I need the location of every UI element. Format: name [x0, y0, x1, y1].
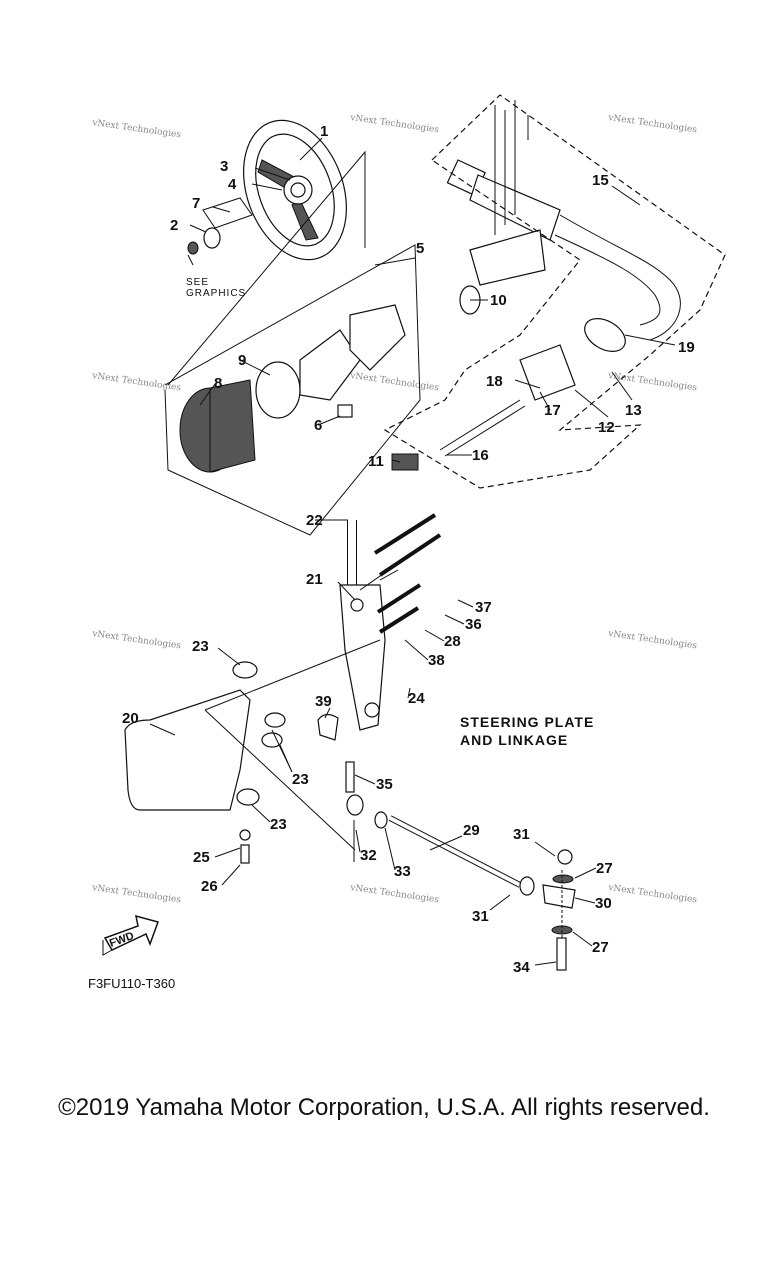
- diagram-code: F3FU110-T360: [88, 976, 175, 991]
- steering-unit: [179, 304, 406, 473]
- callout-34: 34: [513, 959, 530, 976]
- callout-29: 29: [463, 822, 480, 839]
- callout-12: 12: [598, 419, 615, 436]
- watermark: vNext Technologies: [607, 371, 698, 394]
- watermark: vNext Technologies: [607, 883, 698, 906]
- copyright-notice: ©2019 Yamaha Motor Corporation, U.S.A. A…: [58, 1094, 710, 1121]
- callout-2: 2: [170, 217, 178, 234]
- callout-4: 4: [228, 176, 237, 193]
- callout-5: 5: [416, 240, 424, 257]
- callout-7: 7: [192, 195, 200, 212]
- callout-20: 20: [122, 710, 139, 727]
- fwd-arrow-icon: FWD: [102, 914, 159, 956]
- callout-27: 27: [592, 939, 609, 956]
- watermark: vNext Technologies: [349, 113, 440, 136]
- callout-9: 9: [238, 352, 246, 369]
- callout-23: 23: [292, 771, 309, 788]
- assembly-box-15: [383, 94, 726, 489]
- callout-15: 15: [592, 172, 609, 189]
- callout-23: 23: [270, 816, 287, 833]
- callout-24: 24: [408, 690, 425, 707]
- section-title: STEERING PLATE: [460, 714, 594, 730]
- see-graphics-note: GRAPHICS: [186, 288, 246, 299]
- callout-39: 39: [315, 693, 332, 710]
- callout-19: 19: [678, 339, 695, 356]
- callout-26: 26: [201, 878, 218, 895]
- callout-35: 35: [376, 776, 393, 793]
- callout-11: 11: [368, 453, 384, 470]
- leader-lines: [149, 137, 676, 966]
- callout-16: 16: [472, 447, 489, 464]
- callout-23: 23: [192, 638, 209, 655]
- watermark: vNext Technologies: [91, 629, 182, 652]
- see-graphics-note: SEE: [186, 277, 209, 288]
- section-title: AND LINKAGE: [460, 732, 568, 748]
- fwd-label: FWD: [108, 930, 136, 950]
- watermark: vNext Technologies: [349, 371, 440, 394]
- watermark: vNext Technologies: [91, 118, 182, 141]
- callout-25: 25: [193, 849, 210, 866]
- callout-36: 36: [465, 616, 482, 633]
- watermark: vNext Technologies: [91, 883, 182, 906]
- watermark: vNext Technologies: [349, 883, 440, 906]
- callout-27: 27: [596, 860, 613, 877]
- steering-wheel: [187, 119, 347, 261]
- callout-31: 31: [513, 826, 530, 843]
- callout-labels: 1 3 4 7 2 5 15 10 19 9 8 18 17 13 12 6 1…: [122, 123, 695, 976]
- assembly-box-5: [164, 244, 421, 536]
- callout-31: 31: [472, 908, 489, 925]
- callout-1: 1: [320, 123, 328, 140]
- watermark: vNext Technologies: [91, 371, 182, 394]
- watermark: vNext Technologies: [607, 113, 698, 136]
- callout-37: 37: [475, 599, 492, 616]
- watermark: vNext Technologies: [607, 629, 698, 652]
- callout-13: 13: [625, 402, 642, 419]
- steering-column: [391, 100, 681, 471]
- callout-30: 30: [595, 895, 612, 912]
- callout-28: 28: [444, 633, 461, 650]
- callout-22: 22: [306, 512, 323, 529]
- callout-6: 6: [314, 417, 322, 434]
- callout-8: 8: [214, 375, 222, 392]
- callout-32: 32: [360, 847, 377, 864]
- steering-plate-linkage: [124, 513, 576, 971]
- callout-38: 38: [428, 652, 445, 669]
- callout-18: 18: [486, 373, 503, 390]
- callout-17: 17: [544, 402, 561, 419]
- callout-33: 33: [394, 863, 411, 880]
- callout-10: 10: [490, 292, 507, 309]
- callout-21: 21: [306, 571, 323, 588]
- callout-3: 3: [220, 158, 228, 175]
